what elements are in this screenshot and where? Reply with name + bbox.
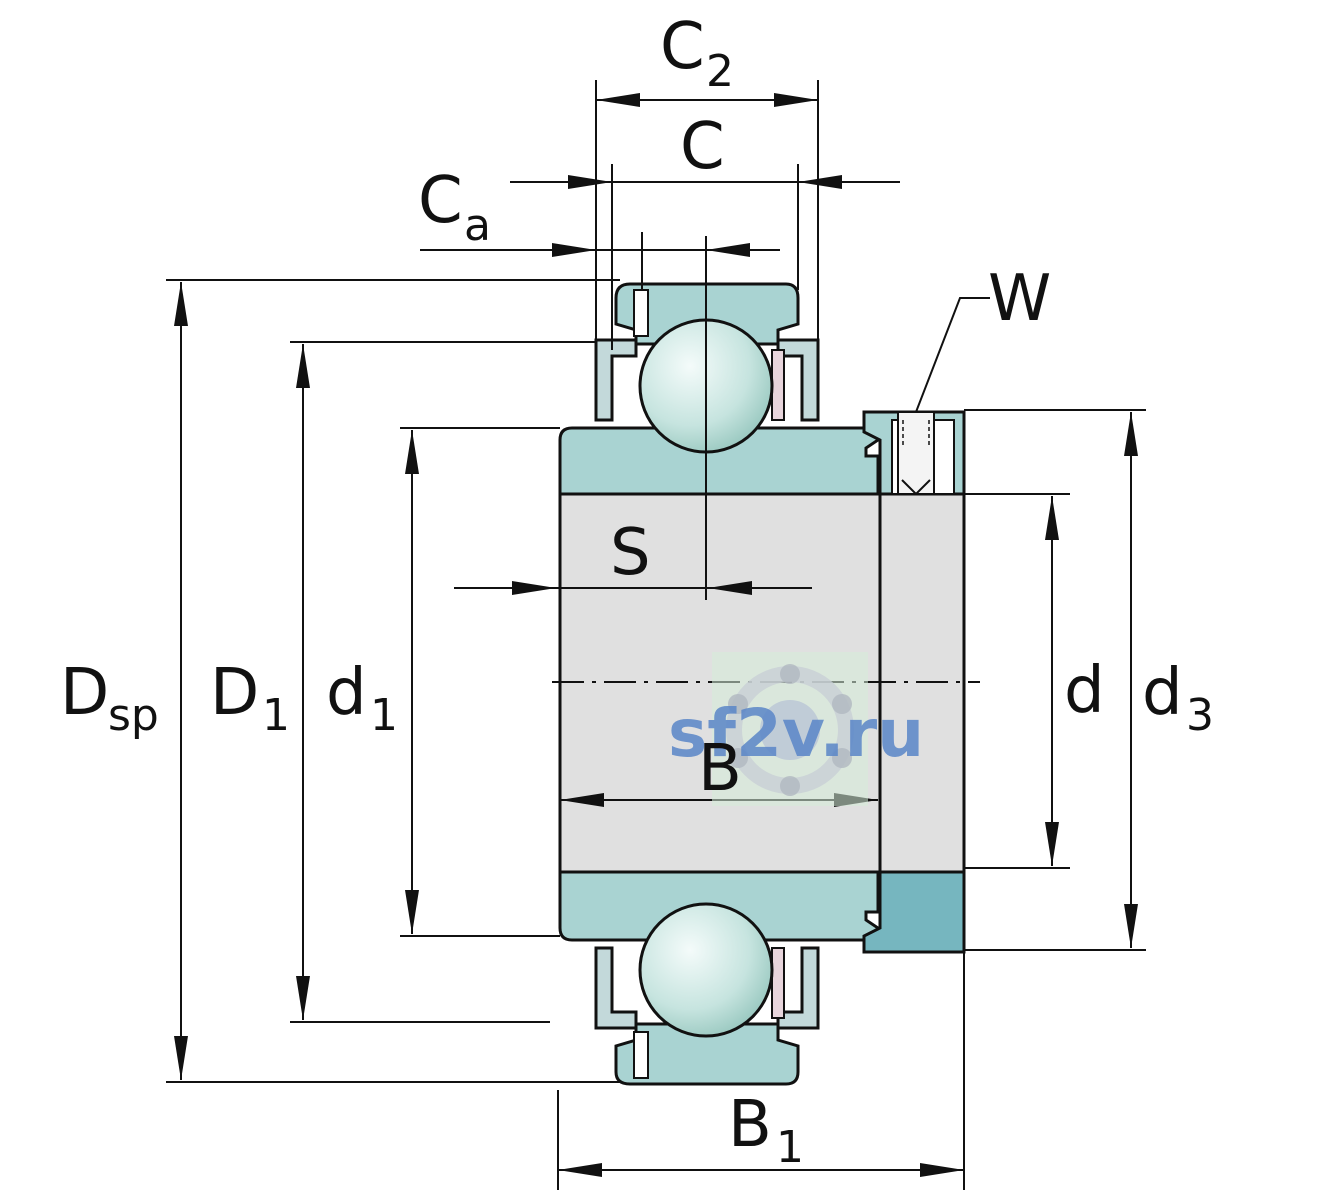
seal-right-bottom	[776, 946, 820, 1030]
label-c2: C	[660, 10, 705, 84]
dimension-lines	[174, 93, 1138, 1177]
ball-bottom	[638, 902, 774, 1038]
label-c: C	[680, 110, 725, 184]
label-d1: d	[326, 656, 367, 730]
lube-hole-bottom	[633, 1031, 649, 1079]
label-ca: C	[418, 164, 463, 238]
dimension-labels: C 2 C C a W S D sp D 1 d 1 B d d 3 B 1	[60, 10, 1214, 1173]
seal-lip-top	[771, 349, 785, 421]
seal-left-bottom	[594, 946, 638, 1030]
label-ca-sub: a	[464, 200, 491, 251]
label-dsp: D	[60, 656, 109, 730]
label-D1-sub: 1	[262, 690, 290, 741]
label-d3-sub: 3	[1186, 690, 1214, 741]
seal-right-top	[776, 338, 820, 422]
watermark-text: sf2v.ru	[668, 695, 924, 772]
label-s: S	[610, 516, 651, 590]
watermark: sf2v.ru	[668, 652, 924, 806]
label-dsp-sub: sp	[108, 690, 159, 741]
leader-w	[915, 297, 990, 413]
seal-lip-bottom	[771, 947, 785, 1019]
extension-lines	[166, 80, 1146, 1190]
label-b: B	[698, 732, 742, 806]
lube-hole-top	[633, 289, 649, 337]
locking-collar-bottom	[862, 870, 966, 954]
label-b1-sub: 1	[776, 1122, 804, 1173]
label-b1: B	[728, 1088, 772, 1162]
label-d3: d	[1142, 656, 1183, 730]
label-d1-sub: 1	[370, 690, 398, 741]
outer-ring-bottom	[614, 1022, 800, 1086]
label-D1: D	[210, 656, 259, 730]
label-w: W	[988, 262, 1051, 336]
label-d: d	[1064, 654, 1105, 728]
set-screw	[897, 411, 935, 495]
label-c2-sub: 2	[706, 46, 734, 97]
seal-left-top	[594, 338, 638, 422]
